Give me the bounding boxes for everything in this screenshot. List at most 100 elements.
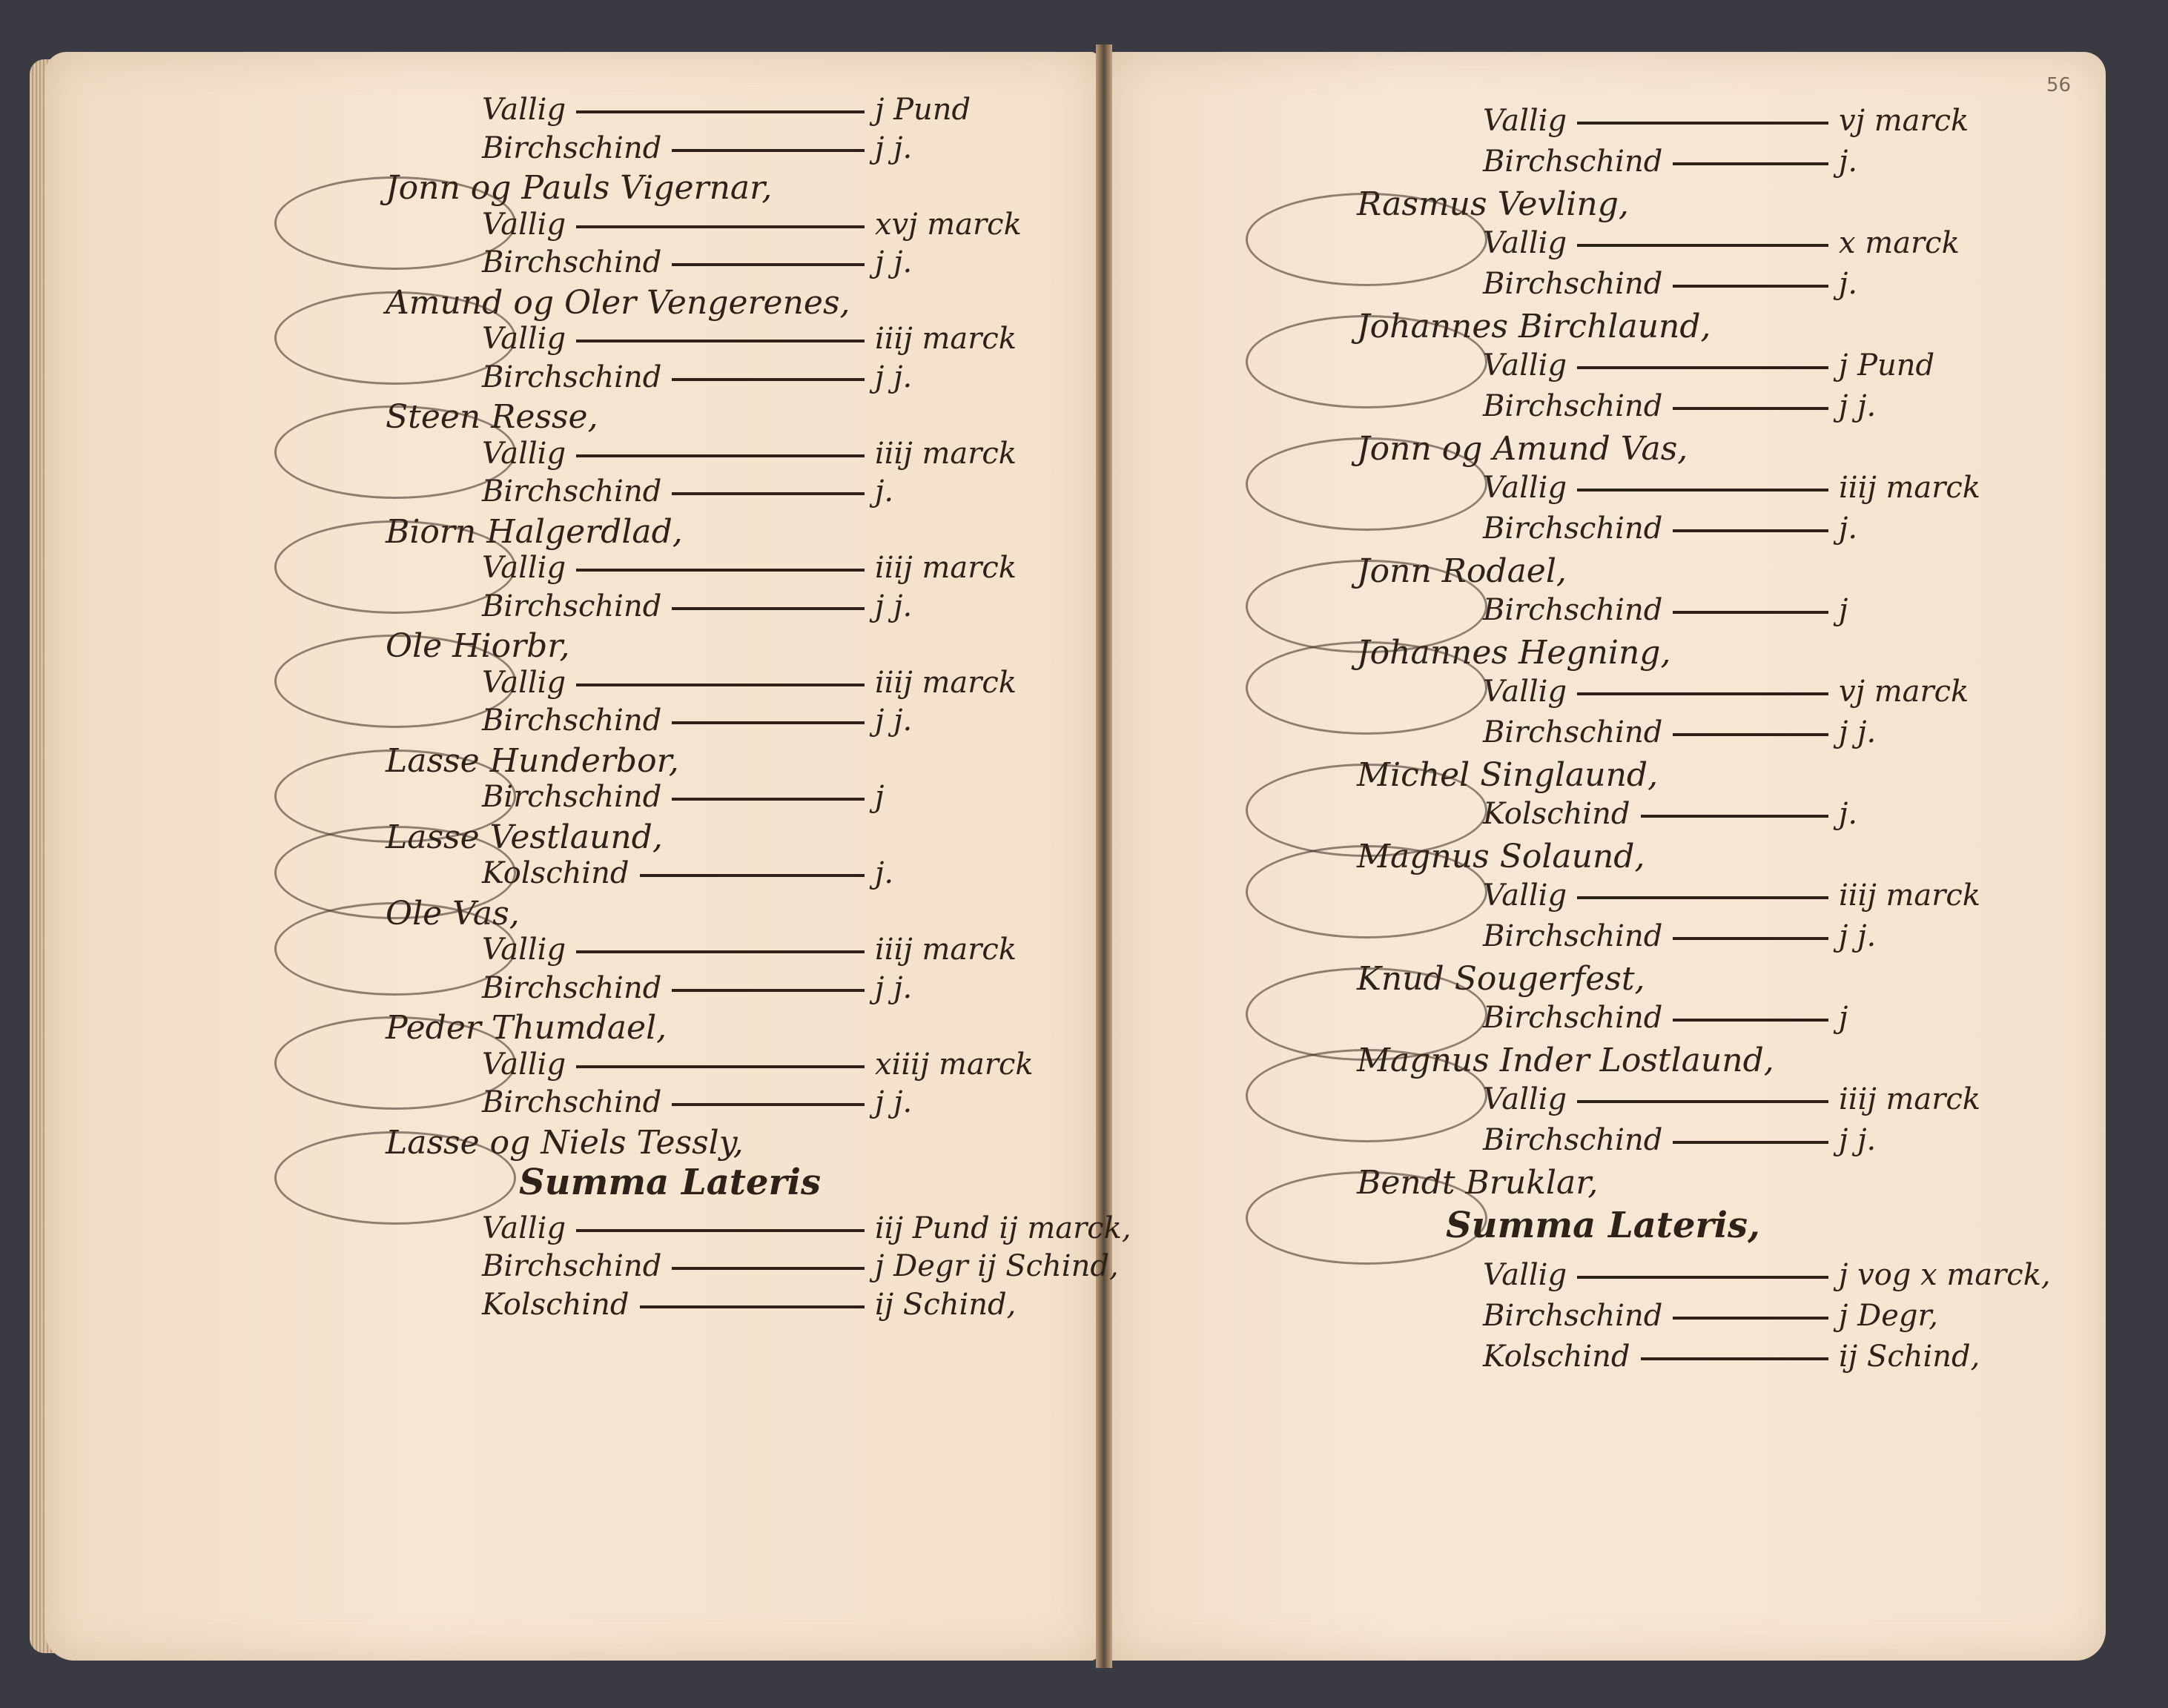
ledger-rule bbox=[1577, 122, 1828, 125]
summa-lateris: Summa Lateris, bbox=[1446, 1205, 1760, 1246]
ledger-rule bbox=[576, 110, 865, 113]
entry-value: j. bbox=[875, 474, 894, 509]
ledger-rule bbox=[672, 721, 865, 724]
entry-value: xvj marck bbox=[875, 207, 1022, 242]
entry-value: iiij marck bbox=[875, 933, 1017, 967]
entry-value: j j. bbox=[875, 1085, 913, 1119]
pen-flourish bbox=[274, 520, 516, 614]
entry-label: Birchschind bbox=[1483, 715, 1663, 749]
pen-flourish bbox=[274, 1131, 516, 1225]
entry-value: j. bbox=[1839, 145, 1858, 179]
entry-value: j j. bbox=[875, 360, 913, 394]
pen-flourish bbox=[1246, 193, 1487, 286]
ledger-rule bbox=[639, 874, 865, 877]
ledger-rule bbox=[576, 454, 865, 457]
ledger-item: Vallig iiij marck bbox=[1483, 1082, 1980, 1116]
entry-value: j. bbox=[1839, 267, 1858, 301]
entry-label: Vallig bbox=[1483, 226, 1567, 260]
entry-label: Kolschind bbox=[482, 856, 629, 890]
ledger-rule bbox=[1673, 1316, 1828, 1320]
entry-label: Birchschind bbox=[482, 360, 662, 394]
entry-value: j. bbox=[1839, 512, 1858, 546]
pen-flourish bbox=[274, 291, 516, 385]
entry-label: Vallig bbox=[482, 322, 566, 356]
entry-label: Birchschind bbox=[482, 970, 662, 1005]
entry-value: vj marck bbox=[1839, 104, 1969, 138]
entry-value: j. bbox=[875, 856, 894, 890]
entry-value: j j. bbox=[875, 130, 913, 165]
entry-value: j bbox=[1839, 1001, 1848, 1035]
ledger-rule bbox=[1673, 285, 1828, 288]
ledger-rule bbox=[639, 1305, 865, 1308]
pen-flourish bbox=[274, 901, 516, 996]
entry-label: Summa Lateris, bbox=[1446, 1205, 1760, 1246]
ledger-rule bbox=[1577, 692, 1828, 695]
entry-value: xiiij marck bbox=[875, 1047, 1034, 1082]
ledger-rule bbox=[576, 569, 865, 572]
ledger-item: Birchschind j. bbox=[1483, 145, 1857, 179]
entry-label: Vallig bbox=[1483, 348, 1567, 383]
entry-label: Kolschind bbox=[1483, 797, 1630, 831]
entry-value: iiij marck bbox=[875, 665, 1017, 700]
ledger-rule bbox=[576, 225, 865, 228]
entry-value: iij Pund ij marck, bbox=[875, 1211, 1131, 1245]
entry-label: Kolschind bbox=[1483, 1339, 1630, 1374]
entry-value: j Pund bbox=[875, 93, 971, 127]
ledger-item: Kolschind j. bbox=[482, 856, 893, 890]
pen-flourish bbox=[1246, 641, 1487, 735]
pen-flourish bbox=[1246, 437, 1487, 531]
entry-label: Vallig bbox=[482, 207, 566, 242]
entry-value: iiij marck bbox=[1839, 1082, 1981, 1116]
entry-label: Vallig bbox=[1483, 471, 1567, 505]
book-gutter bbox=[1096, 44, 1112, 1668]
pen-flourish bbox=[274, 406, 516, 499]
ledger-rule bbox=[1673, 733, 1828, 736]
entry-label: Birchschind bbox=[1483, 145, 1663, 179]
ledger-rule bbox=[672, 1267, 865, 1271]
ledger-rule bbox=[1577, 244, 1828, 247]
entry-value: j Degr ij Schind, bbox=[875, 1249, 1119, 1284]
entry-label: Vallig bbox=[482, 436, 566, 471]
ledger-rule bbox=[576, 1065, 865, 1068]
entry-label: Birchschind bbox=[482, 130, 662, 165]
ledger-item: Vallig j Pund bbox=[482, 93, 971, 127]
entry-value: j j. bbox=[875, 245, 913, 279]
entry-value: j j. bbox=[1839, 715, 1877, 749]
ledger-item: Birchschind j. bbox=[1483, 512, 1857, 546]
entry-label: Birchschind bbox=[1483, 1298, 1663, 1333]
pen-flourish bbox=[1246, 845, 1487, 939]
ledger-rule bbox=[1577, 896, 1828, 899]
entry-label: Vallig bbox=[482, 933, 566, 967]
pen-flourish bbox=[274, 635, 516, 728]
entry-value: j j. bbox=[1839, 919, 1877, 953]
entry-value: iiij marck bbox=[875, 551, 1017, 585]
entry-value: ij Schind, bbox=[1839, 1339, 1980, 1374]
entry-label: Birchschind bbox=[1483, 512, 1663, 546]
entry-label: Summa Lateris bbox=[519, 1162, 822, 1203]
entry-label: Birchschind bbox=[1483, 389, 1663, 423]
pen-flourish bbox=[274, 1016, 516, 1110]
entry-label: Vallig bbox=[1483, 1082, 1567, 1116]
entry-label: Birchschind bbox=[1483, 1001, 1663, 1035]
entry-label: Vallig bbox=[1483, 878, 1567, 913]
ledger-rule bbox=[1673, 407, 1828, 410]
entry-value: vj marck bbox=[1839, 675, 1969, 709]
entry-label: Vallig bbox=[482, 93, 566, 127]
